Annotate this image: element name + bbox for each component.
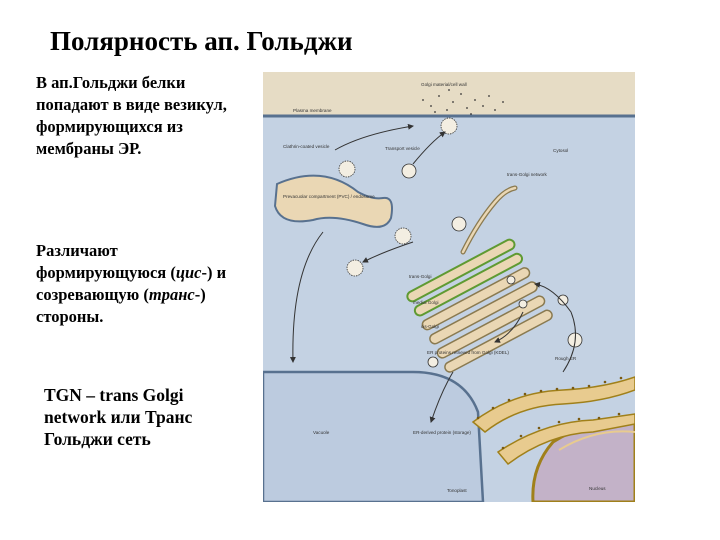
label-tgn: trans-Golgi network [507,172,548,177]
vacuole [263,370,485,502]
text-er-vesicles: В ап.Гольджи белки попадают в виде везик… [36,73,227,158]
label-tonoplast: Tonoplast [447,488,467,493]
cis-term: цис [175,263,202,282]
golgi-diagram: Golgi material/cell wall Plasma membrane… [263,72,635,502]
transport-arrows [289,123,576,423]
transport-vesicle-1 [401,163,417,179]
golgi-cisterna-medial-1 [421,267,531,331]
cell-wall [263,72,635,116]
label-wall: Golgi material/cell wall [421,82,467,87]
storage-vesicle [427,356,439,368]
golgi-cisterna-cis-1 [436,295,546,359]
rough-er-lower [496,413,635,466]
transport-vesicle-2 [451,216,467,232]
copi-vesicle-2 [518,299,528,309]
copi-vesicle-3 [557,294,569,306]
sides-middle: -) и созревающую ( [36,263,227,304]
sides-suffix: -) стороны. [36,285,206,326]
secreted-material [422,89,504,115]
label-plasma: Plasma membrane [293,108,332,113]
label-cis: cis-Golgi [421,324,439,329]
secretory-vesicle-fusing [440,117,458,135]
label-trans-golgi: trans-Golgi [409,274,431,279]
text-tgn: TGN – trans Golgi network или Транс Голь… [44,385,193,449]
page-title: Полярность ап. Гольджи [50,26,353,56]
label-er-protein: ER proteins retrieved from Golgi (KDEL) [427,350,509,355]
label-vacuole: Vacuole [313,430,330,435]
clathrin-vesicle-3 [346,259,364,277]
prevacuolar-compartment [273,174,393,228]
label-cytosol: Cytosol [553,148,568,153]
tgn-tubule-inner [461,186,517,254]
nuclear-envelope-inner [558,430,635,451]
label-prevac: Prevacuolar compartment (PVC) / endosome [283,194,375,199]
golgi-cisterna-trans-1 [406,238,516,303]
label-nucleus: Nucleus [589,486,606,491]
copi-vesicle-1 [506,275,516,285]
ribosomes [476,376,623,450]
sides-prefix: Различают формирующуюся ( [36,241,176,282]
label-clathrin: Clathrin-coated vesicle [283,144,330,149]
vesicles [338,117,583,368]
label-er-derived: ER-derived protein (storage) [413,430,471,435]
clathrin-vesicle-2 [394,227,412,245]
trans-term: транс [148,285,195,304]
rough-er [471,376,635,433]
label-medial: medial Golgi [413,300,439,305]
text-golgi-sides: Различают формирующуюся (цис-) и созрева… [36,240,251,328]
golgi-cisterna-trans-2 [413,252,524,317]
clathrin-vesicle-1 [338,160,356,178]
label-transport: Transport vesicle [385,146,420,151]
label-rough-er: Rough ER [555,356,577,361]
